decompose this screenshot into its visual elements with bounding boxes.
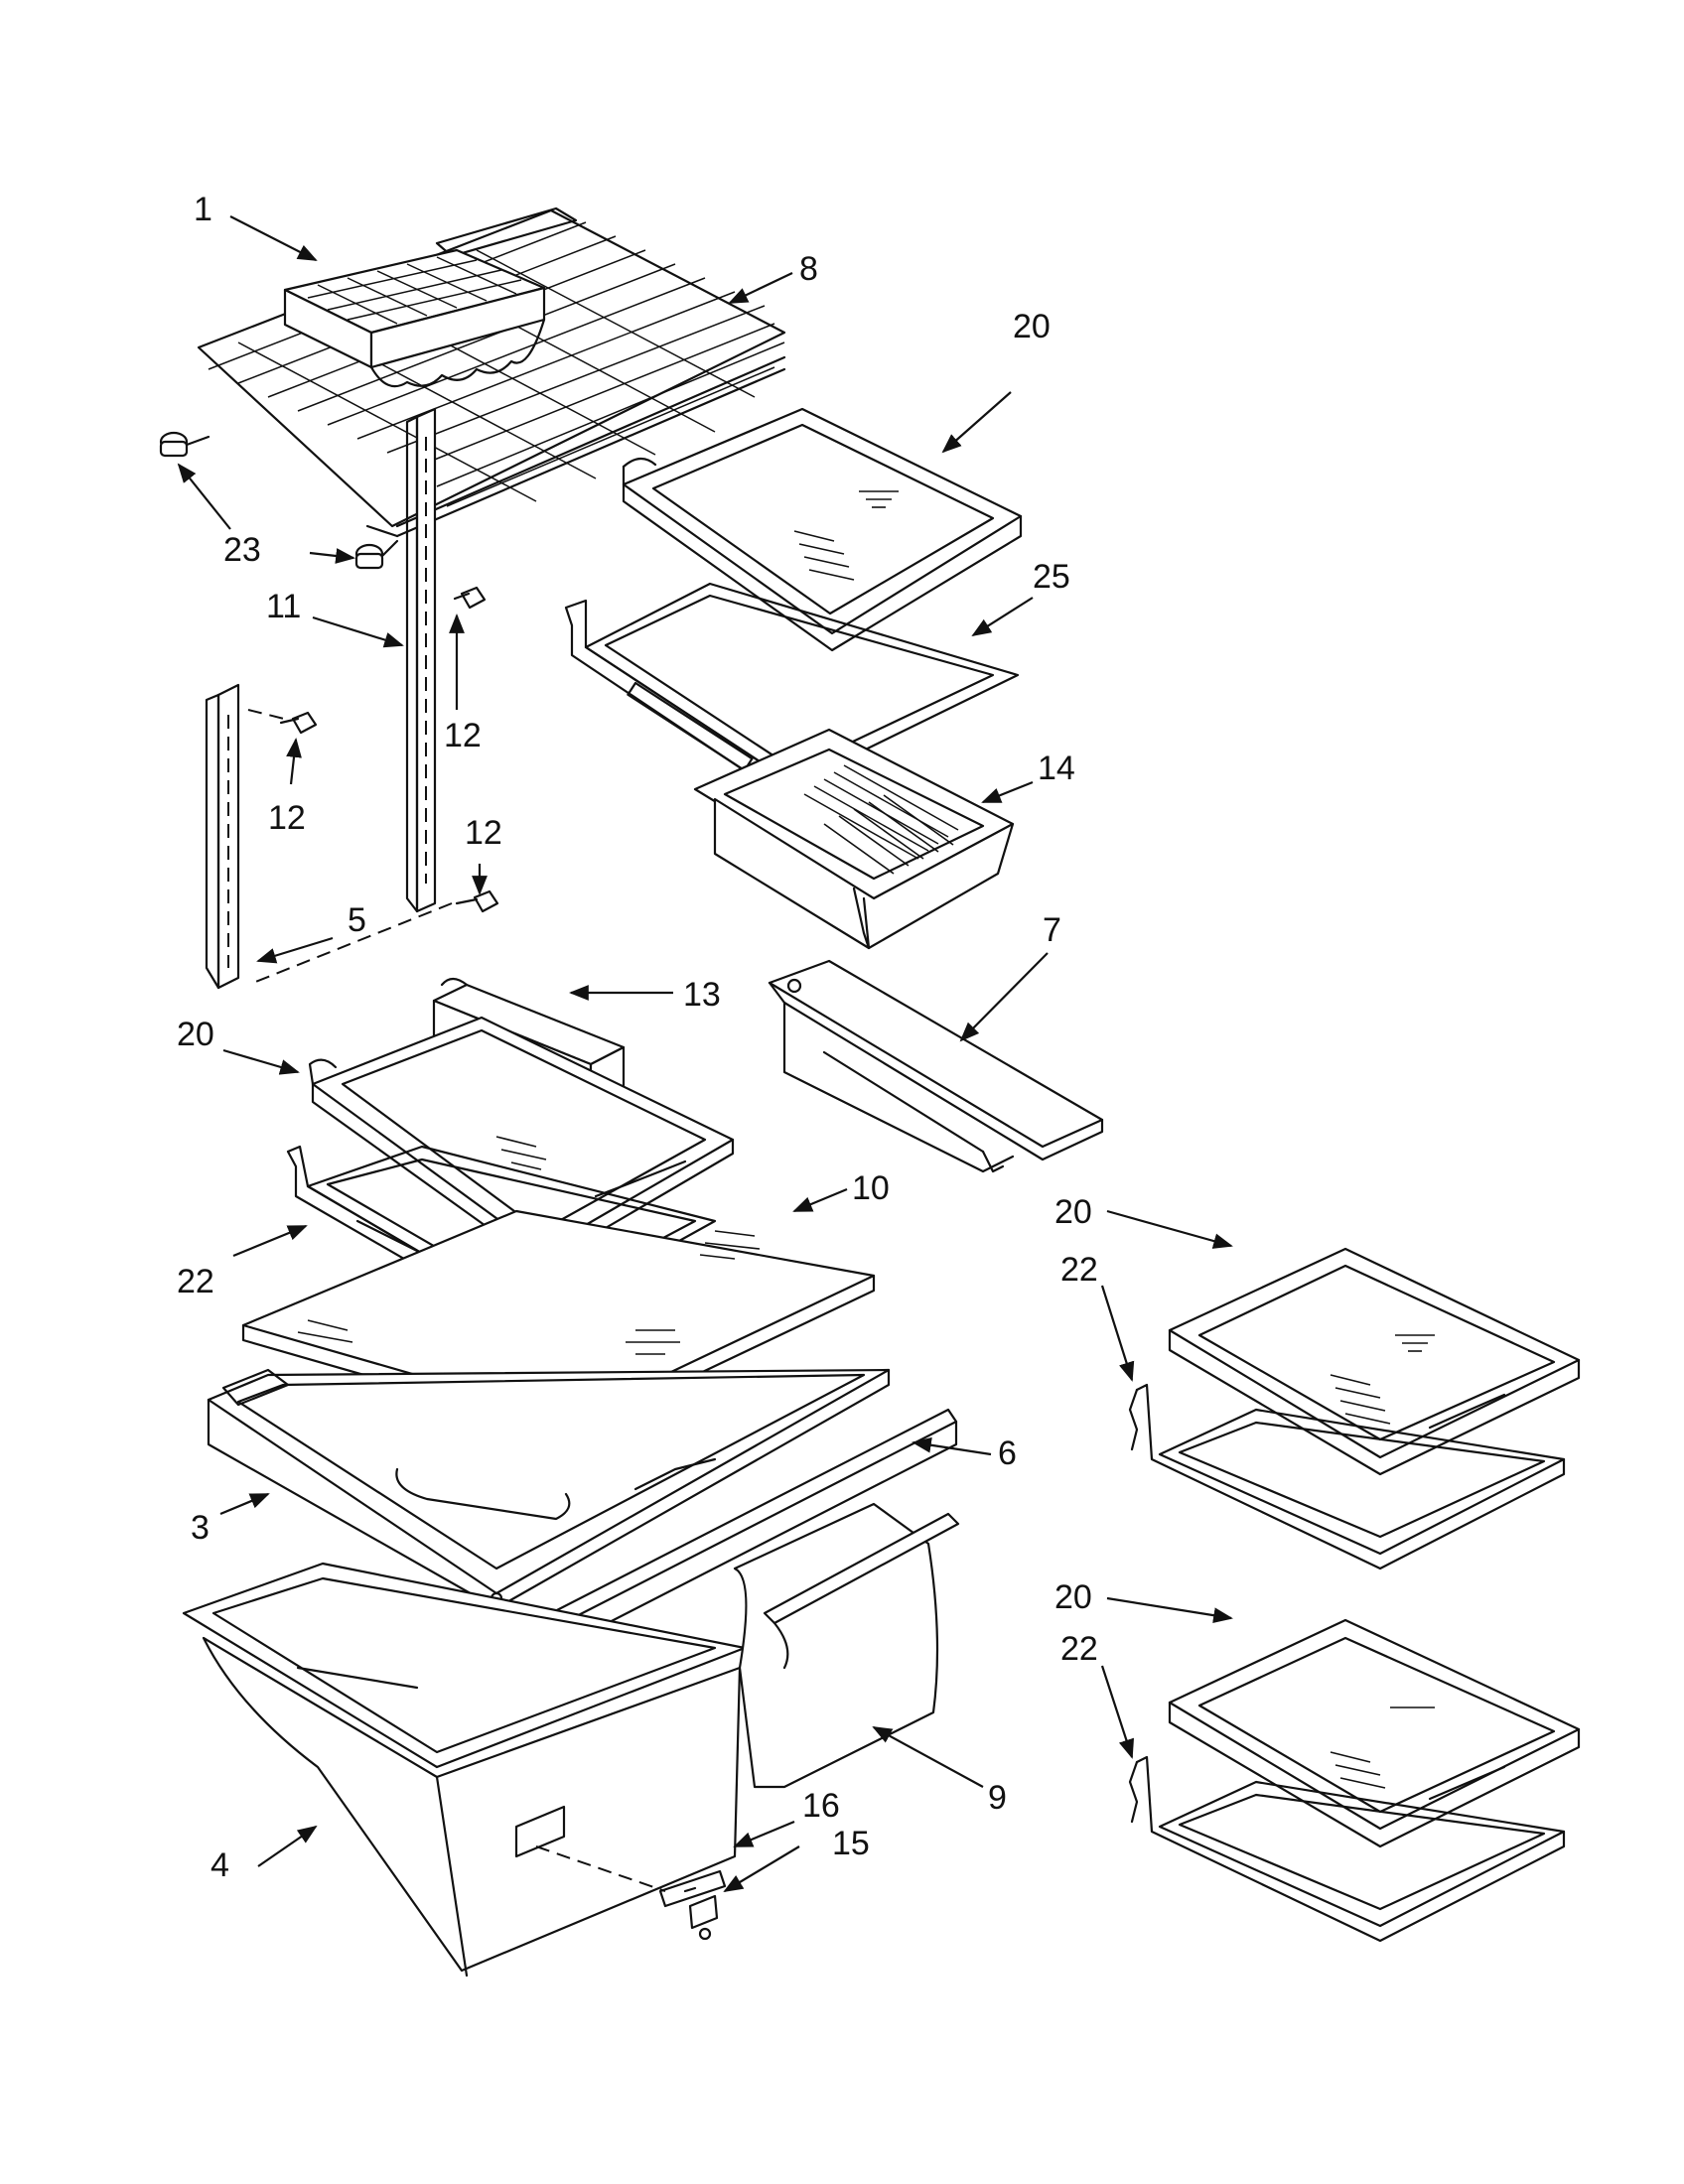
callout-20-middle: 20 — [177, 1016, 214, 1053]
callout-5: 5 — [348, 901, 366, 939]
crisper-control-parts — [535, 1845, 727, 1941]
callout-8: 8 — [799, 250, 818, 288]
callout-3: 3 — [191, 1509, 210, 1547]
meat-pan — [693, 728, 1015, 950]
callout-23: 23 — [223, 531, 261, 569]
shelf-frame-right-upper — [1128, 1383, 1566, 1570]
crisper-drawer-right — [733, 1502, 960, 1789]
callout-25: 25 — [1033, 558, 1070, 596]
callout-15: 15 — [832, 1825, 870, 1862]
callout-20-right-upper: 20 — [1054, 1193, 1092, 1231]
callout-14: 14 — [1038, 750, 1075, 787]
glass-shelf-right-upper — [1168, 1247, 1581, 1476]
callout-labels: 1 8 20 23 25 11 12 12 12 14 5 13 7 20 10… — [177, 191, 1098, 1884]
callout-6: 6 — [998, 1434, 1017, 1472]
callout-20-top: 20 — [1013, 308, 1051, 345]
callout-22-middle: 22 — [177, 1263, 214, 1300]
callout-22-right-upper: 22 — [1060, 1251, 1098, 1289]
callout-11: 11 — [266, 588, 301, 625]
wire-shelf — [197, 206, 786, 538]
callout-12-left: 12 — [268, 799, 306, 837]
glass-shelf-top — [622, 407, 1023, 652]
callout-16: 16 — [802, 1787, 840, 1825]
shelf-ladder-right — [405, 407, 437, 913]
connector-line — [252, 902, 453, 984]
callout-1: 1 — [194, 191, 212, 228]
glass-shelf-right-lower — [1168, 1618, 1581, 1848]
callout-12-top: 12 — [444, 717, 482, 754]
ice-cube-tray — [283, 248, 546, 388]
callout-7: 7 — [1043, 911, 1061, 949]
shelf-ladder-left — [205, 683, 240, 990]
crisper-divider — [768, 959, 1104, 1173]
shelf-end-caps — [159, 431, 399, 570]
leader-lines — [177, 215, 1233, 1893]
callout-10: 10 — [852, 1169, 890, 1207]
callout-13: 13 — [683, 976, 721, 1014]
callout-4: 4 — [210, 1846, 229, 1884]
callout-9: 9 — [988, 1779, 1007, 1817]
callout-22-right-lower: 22 — [1060, 1630, 1098, 1668]
shelf-frame-right-lower — [1128, 1755, 1566, 1943]
callout-12-bottom: 12 — [465, 814, 502, 852]
callout-20-right-lower: 20 — [1054, 1578, 1092, 1616]
crisper-drawer-left — [182, 1562, 747, 1978]
